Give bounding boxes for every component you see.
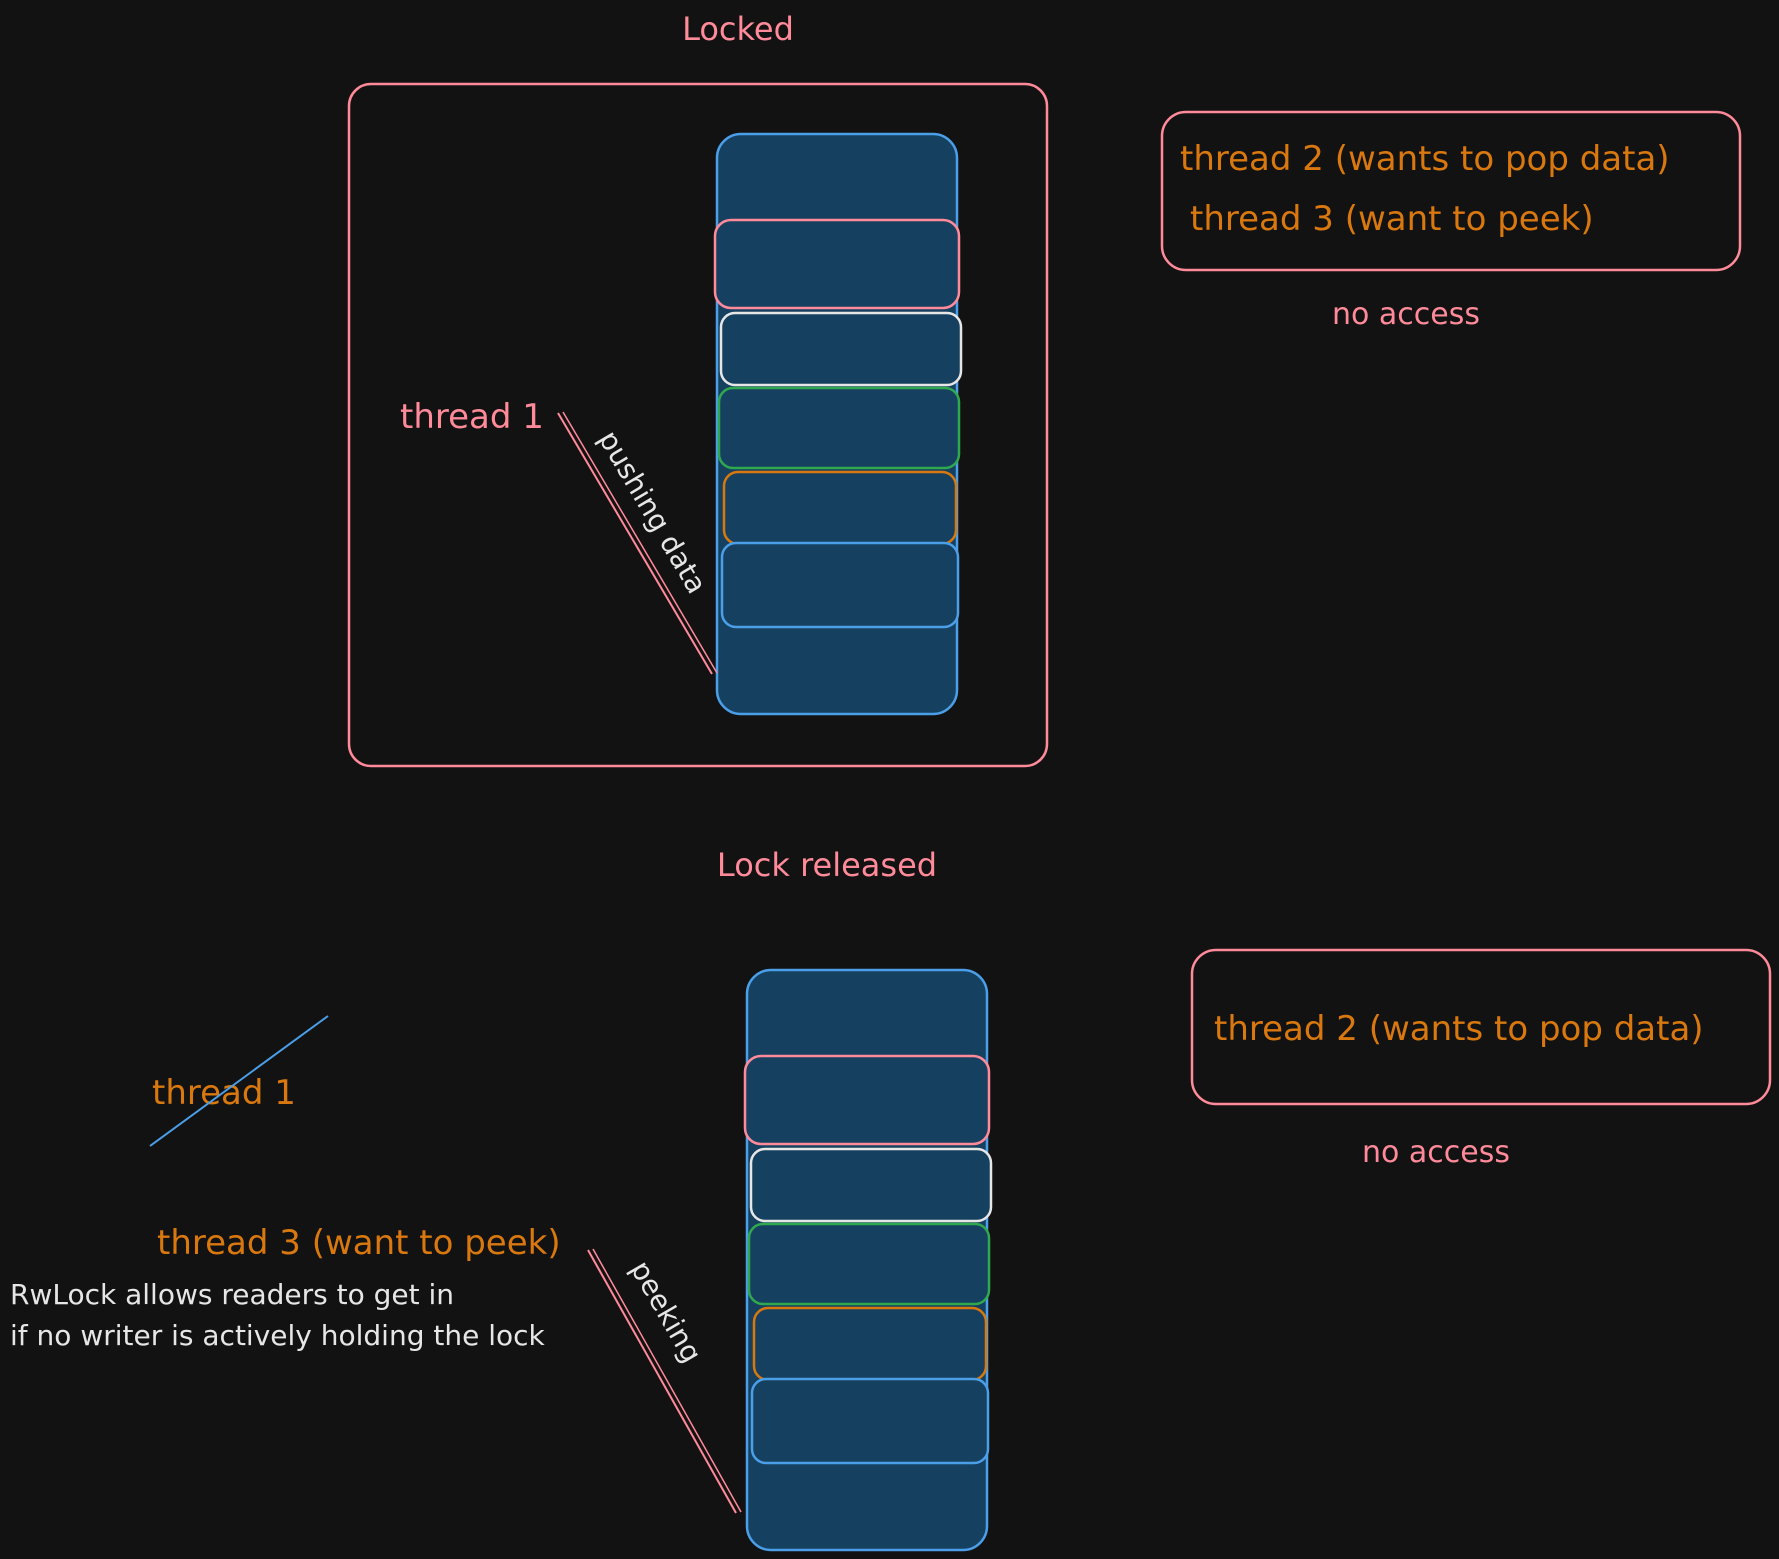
no-access-top: no access: [1332, 297, 1480, 332]
data-stack-top: [713, 132, 963, 716]
rwlock-note-line-2: if no writer is actively holding the loc…: [10, 1319, 546, 1352]
writer-thread-label: thread 1: [400, 397, 544, 437]
rwlock-note-line-1: RwLock allows readers to get in: [10, 1278, 454, 1311]
stack-layer-pink: [743, 1054, 991, 1146]
data-stack-bottom: [743, 968, 993, 1552]
strike-through-line: [149, 1015, 329, 1147]
waiting-box-top: [1160, 110, 1742, 272]
stack-layer-green: [717, 386, 961, 470]
stack-layer-green: [747, 1222, 991, 1306]
stack-layer-orange: [752, 1306, 988, 1382]
locked-title: Locked: [682, 10, 794, 48]
no-access-bottom: no access: [1362, 1135, 1510, 1170]
reader-action-label: peeking: [624, 1255, 708, 1368]
stack-layer-pink: [713, 218, 961, 310]
stack-layer-blue: [720, 541, 960, 629]
released-title: Lock released: [717, 846, 937, 884]
lock-frame: [347, 82, 1049, 768]
waiting-thread-2-top: thread 2 (wants to pop data): [1180, 139, 1670, 179]
waiting-box-bottom: [1190, 948, 1772, 1106]
stack-layer-white: [749, 1147, 993, 1223]
reader-arrow: [587, 1248, 742, 1514]
waiting-thread-3-top: thread 3 (want to peek): [1190, 199, 1594, 239]
stack-layer-blue: [750, 1377, 990, 1465]
stack-layer-white: [719, 311, 963, 387]
writer-arrow: [557, 411, 718, 675]
reader-thread-label: thread 3 (want to peek): [157, 1223, 561, 1263]
waiting-thread-2-bottom: thread 2 (wants to pop data): [1214, 1009, 1704, 1049]
stack-layer-orange: [722, 470, 958, 546]
